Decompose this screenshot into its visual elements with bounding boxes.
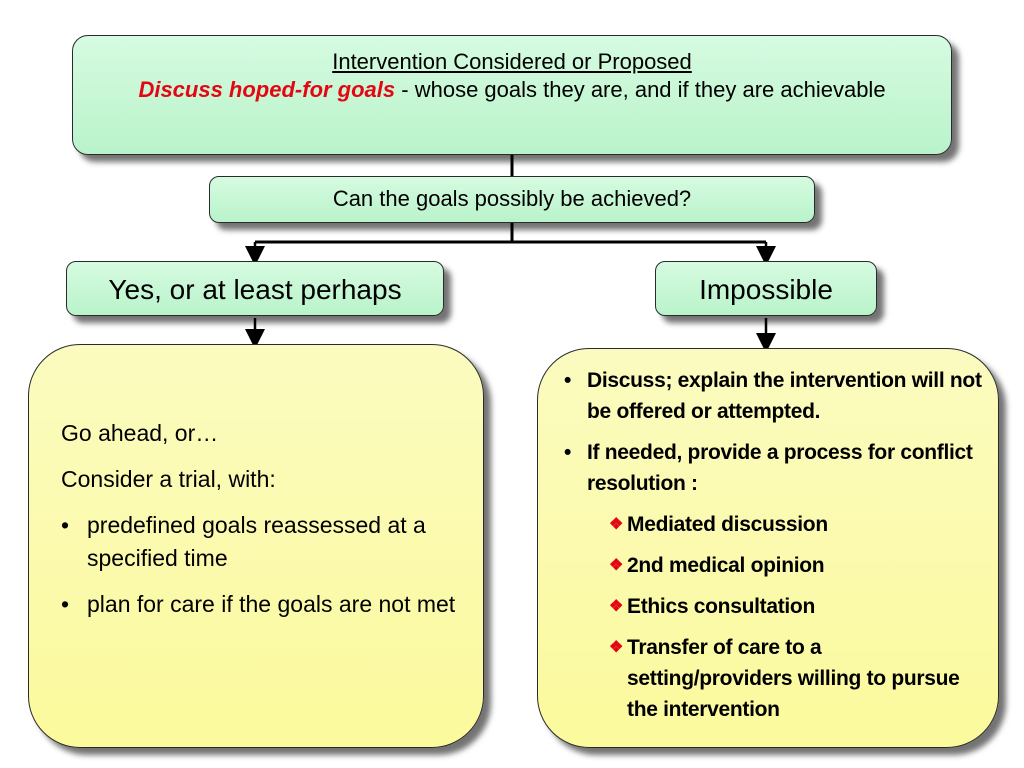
question-box: Can the goals possibly be achieved? xyxy=(209,176,815,223)
yes-box: Yes, or at least perhaps xyxy=(66,261,444,316)
list-item: •If needed, provide a process for confli… xyxy=(560,437,986,499)
sub-list-item: ❖2nd medical opinion xyxy=(560,550,986,581)
bullet-icon: • xyxy=(564,369,572,392)
impossible-label: Impossible xyxy=(699,274,833,305)
diamond-bullet-icon: ❖ xyxy=(609,639,624,656)
sub-list-item: ❖Mediated discussion xyxy=(560,509,986,540)
intervention-box: Intervention Considered or Proposed Disc… xyxy=(72,35,952,155)
bullet-icon: • xyxy=(564,441,572,464)
diamond-bullet-icon: ❖ xyxy=(609,516,624,533)
go-ahead-text: Go ahead, or… xyxy=(61,420,219,446)
diamond-bullet-icon: ❖ xyxy=(609,557,624,574)
intervention-title: Intervention Considered or Proposed xyxy=(332,49,692,74)
yes-label: Yes, or at least perhaps xyxy=(108,274,402,305)
list-item: •plan for care if the goals are not met xyxy=(61,588,463,621)
question-label: Can the goals possibly be achieved? xyxy=(332,186,692,211)
trial-conditions-list: •predefined goals reassessed at a specif… xyxy=(61,509,463,621)
impossible-box: Impossible xyxy=(655,261,877,316)
sub-list-item: ❖Ethics consultation xyxy=(560,591,986,622)
impossible-actions-box: •Discuss; explain the intervention will … xyxy=(537,348,999,748)
proceed-box: Go ahead, or… Consider a trial, with: •p… xyxy=(28,344,484,748)
hoped-for-goals-emphasis: Discuss hoped-for goals xyxy=(138,77,396,102)
list-item: •predefined goals reassessed at a specif… xyxy=(61,509,463,575)
sub-list-item: ❖Transfer of care to a setting/providers… xyxy=(560,632,986,725)
intervention-description-rest: - whose goals they are, and if they are … xyxy=(395,77,886,102)
consider-trial-text: Consider a trial, with: xyxy=(61,466,276,492)
bullet-icon: • xyxy=(61,591,70,617)
diamond-bullet-icon: ❖ xyxy=(609,598,624,615)
intervention-description: Discuss hoped-for goals - whose goals th… xyxy=(73,76,951,104)
bullet-icon: • xyxy=(61,512,70,538)
list-item: •Discuss; explain the intervention will … xyxy=(560,365,986,427)
